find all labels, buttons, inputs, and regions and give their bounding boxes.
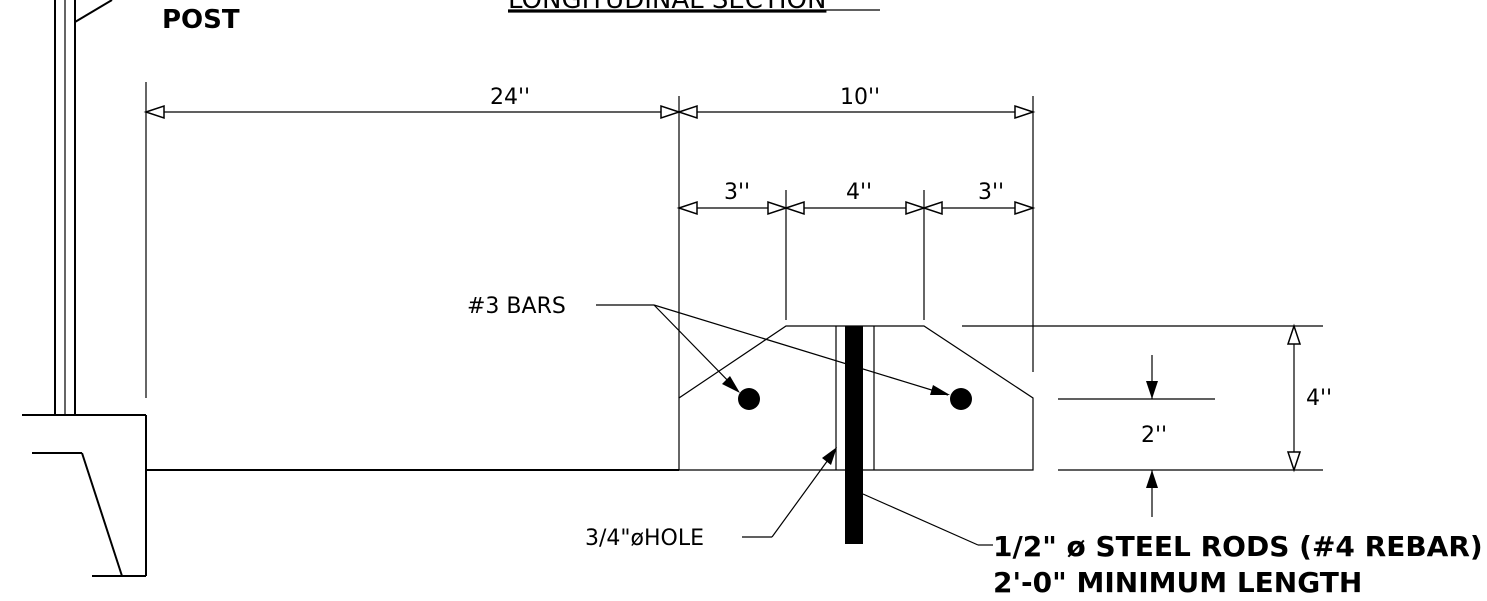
dimension-2-height	[1058, 355, 1215, 517]
post-label: POST	[162, 5, 240, 35]
dimension-4-height	[962, 323, 1323, 473]
rebar-right	[950, 388, 972, 410]
dimension-10	[676, 104, 1036, 120]
dim-4-height-label: 4''	[1306, 386, 1332, 411]
bars-label: #3 BARS	[467, 294, 566, 319]
dimension-3-4-3	[676, 200, 1036, 216]
extension-lines	[145, 82, 1034, 398]
bars-leader	[596, 304, 950, 396]
rebar-left	[738, 388, 760, 410]
hole-leader	[742, 447, 837, 538]
dimension-24	[143, 104, 682, 120]
concrete-block	[678, 325, 1034, 471]
section-title: LONGITUDINAL SECTION	[508, 0, 826, 15]
post-structure	[22, 0, 679, 577]
rods-label-line2: 2'-0" MINIMUM LENGTH	[993, 566, 1362, 599]
steel-rod	[845, 326, 863, 544]
hole-label: 3/4"øHOLE	[585, 526, 704, 551]
rods-leader	[862, 493, 979, 546]
dim-3-left-label: 3''	[724, 180, 750, 205]
dim-24-label: 24''	[490, 85, 530, 110]
dim-2-height-label: 2''	[1141, 423, 1167, 448]
dim-3-right-label: 3''	[978, 180, 1004, 205]
rods-label-line1: 1/2" ø STEEL RODS (#4 REBAR)	[993, 530, 1483, 563]
dim-10-label: 10''	[840, 85, 880, 110]
dim-4-mid-label: 4''	[846, 180, 872, 205]
